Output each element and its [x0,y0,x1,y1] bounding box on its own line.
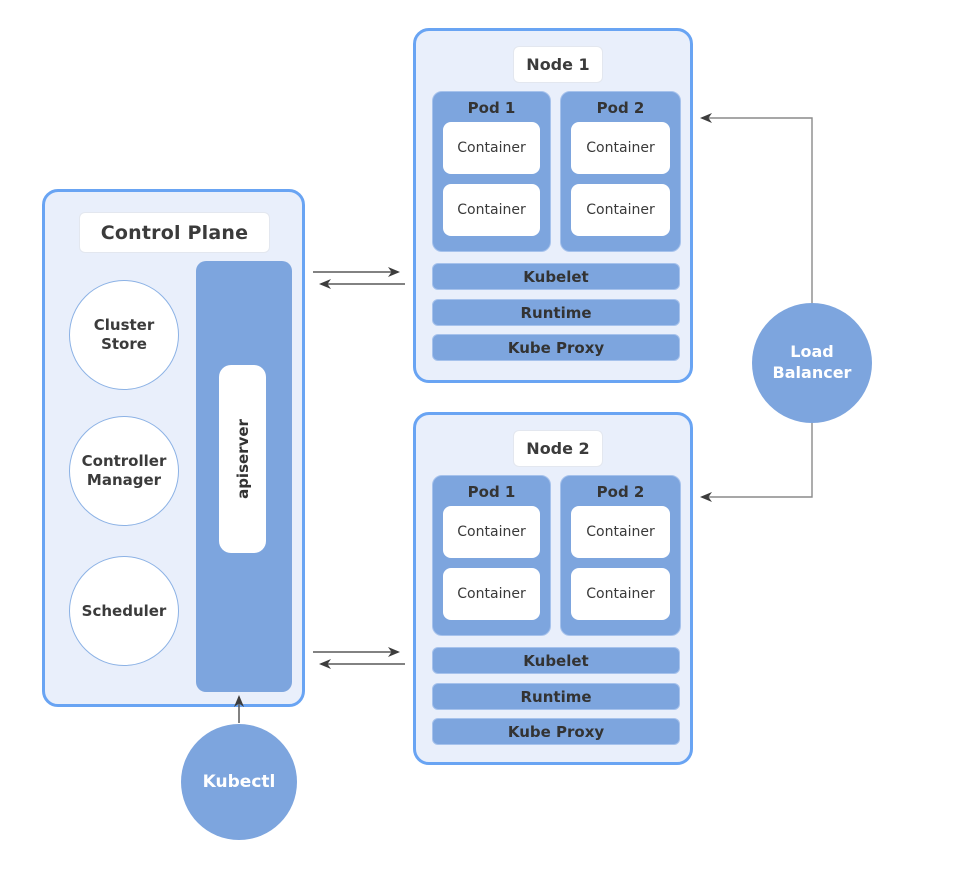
scheduler-circle: Scheduler [69,556,179,666]
cluster-store-label: Cluster Store [93,316,155,353]
node-1-kube-proxy-bar: Kube Proxy [432,334,680,361]
node-2-title: Node 2 [513,430,603,467]
scheduler-label: Scheduler [81,601,167,620]
node-2-pod-1: Pod 1 Container Container [432,475,551,636]
node-1-runtime-bar: Runtime [432,299,680,326]
control-plane-title: Control Plane [79,212,270,253]
node-1-title: Node 1 [513,46,603,83]
container-box: Container [571,122,670,174]
container-box: Container [571,506,670,558]
node-2-runtime-bar: Runtime [432,683,680,710]
apiserver-label: apiserver [233,419,252,499]
apiserver-pill: apiserver [219,365,266,553]
node-2-kubelet-bar: Kubelet [432,647,680,674]
node-2-box: Node 2 Pod 1 Container Container Pod 2 C… [413,412,693,765]
pod-title: Pod 2 [596,483,645,501]
controller-manager-circle: Controller Manager [69,416,179,526]
kubectl-circle: Kubectl [181,724,297,840]
pod-title: Pod 1 [467,483,516,501]
pod-title: Pod 2 [596,99,645,117]
apiserver-bar: apiserver [196,261,292,692]
container-box: Container [443,568,540,620]
container-box: Container [571,184,670,236]
node-2-kube-proxy-bar: Kube Proxy [432,718,680,745]
pod-title: Pod 1 [467,99,516,117]
container-box: Container [443,122,540,174]
control-plane-box: Control Plane Cluster Store Controller M… [42,189,305,707]
node-2-pod-2: Pod 2 Container Container [560,475,681,636]
arrow-loadbalancer-to-node1 [700,113,813,303]
cluster-store-circle: Cluster Store [69,280,179,390]
container-box: Container [571,568,670,620]
container-box: Container [443,184,540,236]
node-1-kubelet-bar: Kubelet [432,263,680,290]
node-1-pod-1: Pod 1 Container Container [432,91,551,252]
container-box: Container [443,506,540,558]
load-balancer-label: Load Balancer [772,342,852,382]
arrow-loadbalancer-to-node2 [700,423,813,502]
controller-manager-label: Controller Manager [81,452,167,489]
load-balancer-circle: Load Balancer [752,303,872,423]
node-1-pod-2: Pod 2 Container Container [560,91,681,252]
kubectl-label: Kubectl [202,771,276,792]
node-1-box: Node 1 Pod 1 Container Container Pod 2 C… [413,28,693,383]
